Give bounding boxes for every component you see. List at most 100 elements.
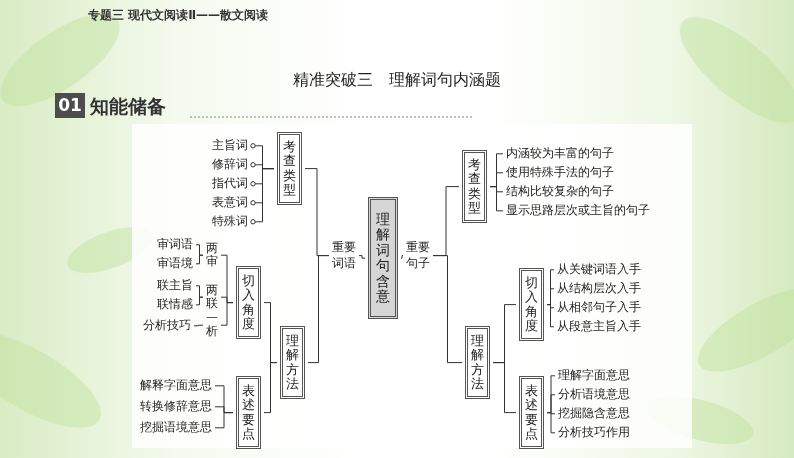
node-text: 分析语境意思 xyxy=(558,387,630,403)
node-text: 从结构层次入手 xyxy=(557,281,641,297)
node-text: 考查类型 xyxy=(283,140,296,197)
node-text: 两联 xyxy=(206,284,218,310)
tree-connector xyxy=(433,187,459,256)
node-text: 结构比较复杂的句子 xyxy=(506,184,614,200)
node-text: 修辞词 xyxy=(212,157,248,173)
tree-connector xyxy=(264,303,277,363)
tree-connector xyxy=(221,297,233,302)
tree-connector xyxy=(547,270,554,305)
leaf-text: 使用特殊手法的句子 xyxy=(506,165,614,181)
vertical-text: 两联 xyxy=(206,284,218,310)
category-box: 考查类型 xyxy=(462,150,487,223)
tree-connector xyxy=(433,256,462,363)
node-text: 联主旨 xyxy=(157,278,193,294)
tree-connector xyxy=(359,256,365,259)
node-text: 主旨词 xyxy=(212,138,248,154)
leaf-text: 理解字面意思 xyxy=(558,368,630,384)
vertical-text: 两审 xyxy=(206,242,218,268)
leaf-text: 分析语境意思 xyxy=(558,387,630,403)
leaf-text: 表意词 xyxy=(212,195,248,211)
tree-connector xyxy=(547,289,554,305)
category-box: 理解方法 xyxy=(280,326,305,399)
tree-connector xyxy=(196,255,203,264)
node-text: 分析技巧作用 xyxy=(558,425,630,441)
category-box: 表述要点 xyxy=(519,376,544,449)
tree-connector xyxy=(547,376,555,413)
header-text: 专题三 现代文阅读Ⅱ——散文阅读 xyxy=(88,7,268,24)
node-text: 使用特殊手法的句子 xyxy=(506,165,614,181)
tree-connector xyxy=(490,154,503,187)
node-text: 解释字面意思 xyxy=(140,378,212,394)
leaf-text: 结构比较复杂的句子 xyxy=(506,184,614,200)
node-text: 理解方法 xyxy=(286,334,299,391)
node-text: 从关键词语入手 xyxy=(557,262,641,278)
node-text: 表述要点 xyxy=(525,384,538,441)
tree-connector xyxy=(493,305,516,363)
branch-text: 重要词语 xyxy=(332,240,356,271)
category-box: 考查类型 xyxy=(277,132,302,205)
node-text: 表述要点 xyxy=(242,384,255,441)
node-text: 一析 xyxy=(206,312,218,338)
tree-connector xyxy=(196,245,203,255)
node-text: 转换修辞意思 xyxy=(140,399,212,415)
node-text: 理解字面意思 xyxy=(558,368,630,384)
leaf-text: 审语境 xyxy=(157,256,193,272)
leaf-text: 联主旨 xyxy=(157,278,193,294)
node-text: 审词语 xyxy=(157,237,193,253)
node-text: 理解方法 xyxy=(471,334,484,391)
vertical-text: 一析 xyxy=(206,312,218,338)
leaf-text: 从段意主旨入手 xyxy=(557,319,641,335)
leaf-text: 转换修辞意思 xyxy=(140,399,212,415)
tree-connector xyxy=(221,303,233,326)
leaf-text: 特殊词 xyxy=(212,214,248,230)
tree-connector xyxy=(215,386,233,413)
leaf-text: 挖掘隐含意思 xyxy=(558,406,630,422)
leaf-text: 联情感 xyxy=(157,297,193,313)
node-text: 重要词语 xyxy=(332,240,356,271)
tree-connector xyxy=(490,173,503,187)
node-text: 考查类型 xyxy=(468,158,481,215)
tree-connector xyxy=(196,286,203,297)
center-box: 理解词句含意 xyxy=(368,197,398,319)
leaf-text: 分析技巧作用 xyxy=(558,425,630,441)
node-text: 切入角度 xyxy=(525,276,538,333)
tree-connector xyxy=(308,256,329,363)
tree-connector xyxy=(221,255,233,302)
tree-connector xyxy=(547,413,555,433)
tree-connector xyxy=(547,305,554,327)
node-text: 特殊词 xyxy=(212,214,248,230)
leaf-dot xyxy=(251,182,255,186)
tree-connector xyxy=(215,413,233,428)
leaf-text: 从关键词语入手 xyxy=(557,262,641,278)
leaf-text: 内涵较为丰富的句子 xyxy=(506,146,614,162)
node-text: 理解词句含意 xyxy=(376,212,390,304)
leaf-text: 从结构层次入手 xyxy=(557,281,641,297)
tree-connector xyxy=(493,363,516,413)
node-text: 分析技巧 xyxy=(143,318,191,334)
node-text: 从段意主旨入手 xyxy=(557,319,641,335)
node-text: 切入角度 xyxy=(242,274,255,331)
category-box: 表述要点 xyxy=(236,376,261,449)
node-text: 挖掘隐含意思 xyxy=(558,406,630,422)
leaf-text: 指代词 xyxy=(212,176,248,192)
section-heading: 知能储备 xyxy=(90,94,166,120)
leaf-text: 挖掘语境意思 xyxy=(140,420,212,436)
node-text: 重要句子 xyxy=(406,240,430,271)
leaf-text: 显示思路层次或主旨的句子 xyxy=(506,203,650,219)
leaf-dot xyxy=(251,201,255,205)
leaf-dot xyxy=(251,163,255,167)
tree-connector xyxy=(251,146,274,169)
tree-connector xyxy=(305,169,329,256)
tree-connector xyxy=(490,187,503,211)
node-text: 两审 xyxy=(206,242,218,268)
slide-title: 精准突破三 理解词句内涵题 xyxy=(0,70,794,91)
leaf-text: 审词语 xyxy=(157,237,193,253)
tree-connector xyxy=(251,169,274,222)
tree-connector xyxy=(401,256,403,259)
tree-connector xyxy=(194,325,203,327)
tree-connector xyxy=(215,407,233,413)
node-text: 从相邻句子入手 xyxy=(557,300,641,316)
leaf-text: 从相邻句子入手 xyxy=(557,300,641,316)
node-text: 联情感 xyxy=(157,297,193,313)
